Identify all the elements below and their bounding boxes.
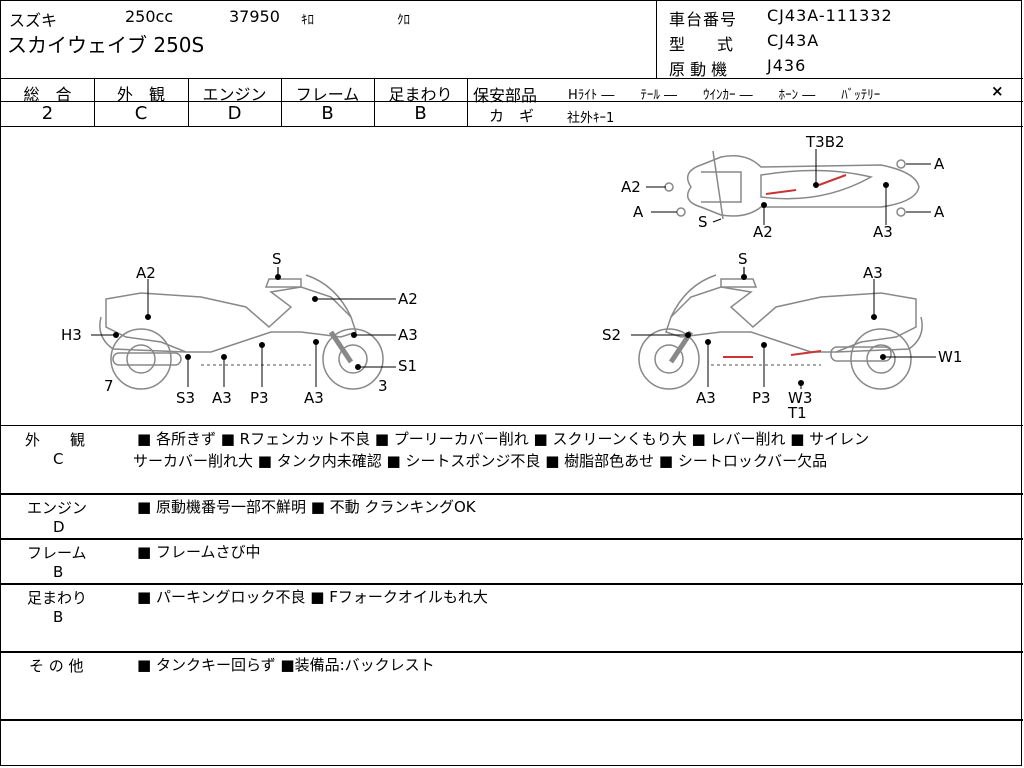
type-value: CJ43A bbox=[767, 31, 820, 50]
remark-engine-label: エンジン bbox=[27, 499, 88, 517]
label-s3: S3 bbox=[176, 389, 195, 407]
chassis-value: CJ43A-111332 bbox=[767, 6, 893, 25]
label-a2-top: A2 bbox=[621, 178, 641, 196]
grade-frame-label: フレーム bbox=[295, 85, 360, 104]
remark-exterior-line-1: ■ 各所きず ■ Rフェンカット不良 ■ プーリーカバー削れ ■ スクリーンくも… bbox=[137, 430, 870, 448]
damage-marks bbox=[723, 174, 847, 358]
mileage-unit: ｷﾛ bbox=[301, 13, 314, 28]
label-s-top: S bbox=[698, 213, 708, 231]
rule bbox=[1, 78, 1023, 79]
label-a3-front: A3 bbox=[398, 326, 418, 344]
scooter-left-view bbox=[99, 267, 384, 390]
label-a3-top: A3 bbox=[873, 223, 893, 241]
grade-total-label: 総 合 bbox=[23, 85, 72, 104]
label-t1: T1 bbox=[787, 404, 807, 422]
engine-label: 原 動 機 bbox=[669, 60, 728, 79]
label-7: 7 bbox=[104, 377, 114, 395]
grade-exterior-label: 外 観 bbox=[116, 85, 165, 104]
remark-frame-grade: B bbox=[53, 563, 64, 581]
remark-exterior-line-2: サーカバー削れ大 ■ タンク内未確認 ■ シートスポンジ不良 ■ 樹脂部色あせ … bbox=[133, 452, 828, 470]
maker: スズキ bbox=[9, 11, 58, 30]
remark-frame-line-1: ■ フレームさび中 bbox=[137, 543, 261, 561]
key-label: カ ギ bbox=[489, 107, 535, 125]
grade-frame-value: B bbox=[321, 103, 334, 124]
damage-diagram: A2 S A2 H3 A3 S1 7 S3 A3 P3 A3 3 S A3 S2… bbox=[61, 133, 962, 422]
remark-suspension-label: 足まわり bbox=[27, 589, 88, 607]
label-3: 3 bbox=[378, 377, 388, 395]
label-a3-right: A3 bbox=[696, 389, 716, 407]
remark-engine-grade: D bbox=[53, 518, 65, 536]
remark-engine-line-1: ■ 原動機番号一部不鮮明 ■ 不動 クランキングOK bbox=[137, 498, 476, 516]
label-t3b2: T3B2 bbox=[805, 133, 845, 151]
label-p3-right: P3 bbox=[752, 389, 771, 407]
label-h3: H3 bbox=[61, 326, 82, 344]
label-a3-rear: A3 bbox=[863, 264, 883, 282]
label-a3-fork: A3 bbox=[304, 389, 324, 407]
battery-mark: × bbox=[991, 82, 1004, 100]
engine-value: J436 bbox=[767, 56, 807, 75]
scooter-top-view bbox=[664, 150, 920, 220]
remark-frame-label: フレーム bbox=[27, 544, 87, 562]
label-a2-left: A2 bbox=[136, 264, 156, 282]
label-w3: W3 bbox=[788, 389, 812, 407]
grade-engine-value: D bbox=[227, 103, 242, 124]
mileage: 37950 bbox=[229, 7, 280, 26]
remark-other-label: そ の 他 bbox=[29, 657, 84, 675]
label-s-right: S bbox=[738, 250, 748, 268]
remark-exterior-label: 外 観 bbox=[25, 431, 86, 449]
grade-total-value: 2 bbox=[41, 103, 54, 124]
key-value: 社外ｷｰ1 bbox=[567, 111, 615, 126]
label-s1: S1 bbox=[398, 357, 417, 375]
model-name: スカイウェイブ 250S bbox=[7, 33, 205, 57]
scooter-right-view bbox=[638, 267, 923, 390]
label-s2: S2 bbox=[602, 326, 621, 344]
label-a3-mid: A3 bbox=[212, 389, 232, 407]
diagram-labels: A2 S A2 H3 A3 S1 7 S3 A3 P3 A3 3 S A3 S2… bbox=[61, 133, 962, 422]
grade-engine-label: エンジン bbox=[202, 85, 267, 104]
grade-suspension-label: 足まわり bbox=[388, 85, 453, 104]
header-divider bbox=[656, 1, 657, 78]
remark-suspension-line-1: ■ パーキングロック不良 ■ Fフォークオイルもれ大 bbox=[137, 588, 488, 606]
remark-suspension-grade: B bbox=[53, 608, 64, 626]
label-a-top-left: A bbox=[633, 203, 644, 221]
remark-exterior-grade: C bbox=[53, 450, 64, 468]
color: ｸﾛ bbox=[397, 13, 410, 28]
label-a2-front: A2 bbox=[398, 290, 418, 308]
label-p3-left: P3 bbox=[250, 389, 269, 407]
chassis-label: 車台番号 bbox=[669, 10, 738, 29]
label-a-bottom-right: A bbox=[934, 203, 945, 221]
label-s-left: S bbox=[272, 250, 282, 268]
safety-label: 保安部品 bbox=[473, 86, 538, 105]
safety-items: Hﾗｲﾄ ― ﾃｰﾙ ― ｳｲﾝｶｰ ― ﾎｰﾝ ― ﾊﾞｯﾃﾘｰ bbox=[568, 88, 881, 103]
displacement: 250cc bbox=[125, 7, 174, 26]
type-label: 型 式 bbox=[669, 35, 734, 54]
grade-suspension-value: B bbox=[414, 103, 427, 124]
grade-exterior-value: C bbox=[134, 103, 148, 124]
label-a-top-right: A bbox=[934, 155, 945, 173]
remark-other-line-1: ■ タンクキー回らず ■装備品:バックレスト bbox=[137, 656, 435, 674]
label-w1: W1 bbox=[938, 348, 962, 366]
label-a2-top-bottom: A2 bbox=[753, 223, 773, 241]
